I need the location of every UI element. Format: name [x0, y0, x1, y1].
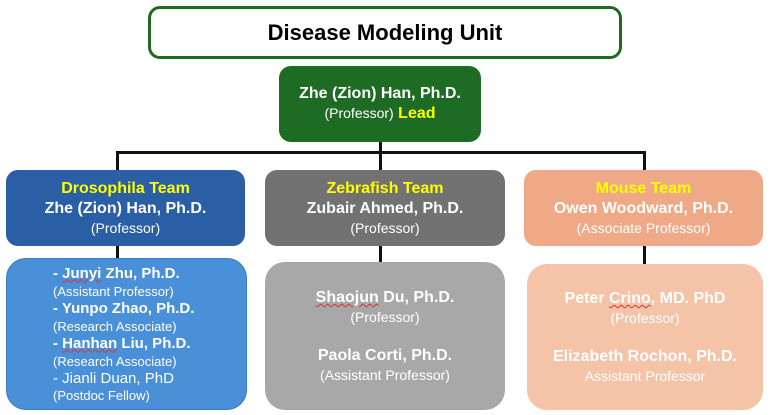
member-role: (Research Associate): [53, 353, 177, 369]
team-name: Drosophila Team: [61, 180, 190, 197]
connector: [643, 151, 646, 170]
zebrafish-team-box: Zebrafish Team Zubair Ahmed, Ph.D. (Prof…: [265, 170, 505, 246]
team-lead-role: (Professor): [90, 220, 161, 236]
member-name: - Yunpo Zhao, Ph.D.: [53, 299, 195, 317]
title-box: Disease Modeling Unit: [148, 6, 622, 59]
team-lead-name: Zubair Ahmed, Ph.D.: [306, 200, 464, 217]
team-lead-role: (Associate Professor): [576, 220, 711, 236]
connector: [643, 246, 646, 264]
member-name: Shaojun Du, Ph.D.: [315, 289, 455, 306]
member-name: - Junyi Zhu, Ph.D.: [53, 264, 180, 282]
zebrafish-members-box: Shaojun Du, Ph.D. (Professor) Paola Cort…: [265, 262, 505, 410]
team-lead-name: Owen Woodward, Ph.D.: [553, 200, 734, 217]
lead-name: Zhe (Zion) Han, Ph.D.: [299, 85, 461, 102]
title: Disease Modeling Unit: [267, 19, 503, 45]
team-name: Mouse Team: [595, 180, 692, 197]
connector: [379, 142, 382, 153]
drosophila-team-box: Drosophila Team Zhe (Zion) Han, Ph.D. (P…: [6, 170, 245, 246]
member-role: (Assistant Professor): [53, 283, 174, 299]
member-role: (Assistant Professor): [320, 367, 450, 383]
member-role: (Professor): [350, 309, 420, 325]
mouse-members-box: Peter Crino, MD. PhD (Professor) Elizabe…: [527, 264, 763, 410]
connector: [379, 246, 382, 262]
team-lead-role: (Professor): [350, 220, 420, 236]
member-role: Assistant Professor: [584, 368, 706, 384]
member-name: Paola Corti, Ph.D.: [317, 347, 453, 364]
team-lead-name: Zhe (Zion) Han, Ph.D.: [44, 200, 207, 217]
member-name: Peter Crino, MD. PhD: [564, 290, 726, 307]
drosophila-members-box: - Junyi Zhu, Ph.D. (Assistant Professor)…: [6, 258, 247, 410]
member-role: (Research Associate): [53, 318, 177, 334]
connector: [116, 246, 119, 258]
lead-role: (Professor): [324, 105, 394, 121]
connector: [379, 151, 382, 170]
lead-tag: Lead: [398, 105, 436, 122]
member-name: - Hanhan Liu, Ph.D.: [53, 334, 191, 352]
member-name: - Jianli Duan, PhD: [53, 369, 174, 387]
connector: [116, 151, 119, 170]
member-name: Elizabeth Rochon, Ph.D.: [552, 348, 737, 365]
member-role: (Postdoc Fellow): [53, 387, 150, 403]
member-role: (Professor): [610, 310, 680, 326]
team-name: Zebrafish Team: [326, 180, 444, 197]
lead-box: Zhe (Zion) Han, Ph.D. (Professor) Lead: [279, 66, 481, 142]
mouse-team-box: Mouse Team Owen Woodward, Ph.D. (Associa…: [524, 170, 763, 246]
